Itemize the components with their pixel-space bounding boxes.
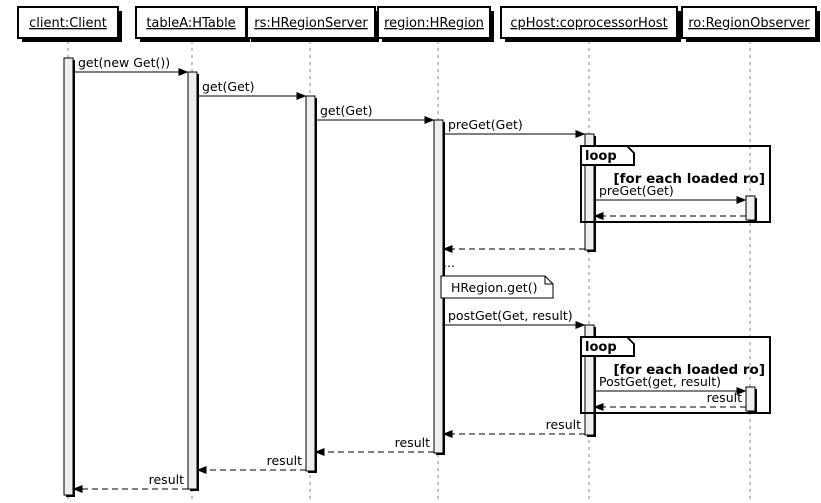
- message-label-m14: result: [149, 472, 184, 487]
- participant-box-region: [377, 6, 491, 39]
- message-label-m3: get(Get): [320, 103, 373, 118]
- message-m3: get(Get): [315, 103, 435, 124]
- message-label-m2: get(Get): [202, 79, 255, 94]
- message-m2: get(Get): [197, 79, 307, 100]
- notes: HRegion.get(): [440, 275, 554, 299]
- message-label-m8: postGet(Get, result): [448, 308, 573, 323]
- participant-region[interactable]: region:HRegion: [377, 6, 494, 42]
- message-label-m1: get(new Get()): [78, 55, 170, 70]
- message-m14: result: [72, 472, 188, 493]
- participant-box-tableA: [135, 6, 247, 39]
- message-m1: get(new Get()): [73, 55, 189, 76]
- message-label-m9: PostGet(get, result): [599, 374, 721, 389]
- fragment-border-loop2: [580, 336, 771, 414]
- note-fold-note1: [544, 276, 553, 285]
- activation-bars: [63, 57, 757, 497]
- fragment-tag-label-loop1: loop: [585, 149, 617, 164]
- participant-tableA[interactable]: tableA:HTable: [135, 6, 250, 42]
- act-cpHost-2: [584, 324, 595, 436]
- act-cpHost-1: [584, 133, 595, 251]
- fragment-tag-label-loop2: loop: [585, 340, 617, 355]
- act-client: [63, 57, 74, 496]
- act-tableA: [187, 71, 198, 490]
- message-label-m10: result: [707, 390, 742, 405]
- message-label-m12: result: [395, 435, 430, 450]
- fragment-guard-label-loop2: [for each loaded ro]: [613, 362, 765, 378]
- act-ro-2: [745, 386, 756, 412]
- fragment-loop2: loop [for each loaded ro]: [580, 336, 771, 414]
- participant-label-cpHost: cpHost:coprocessorHost: [510, 16, 667, 31]
- act-rs: [305, 95, 316, 472]
- participant-box-rs: [246, 6, 376, 39]
- message-m11: result: [442, 417, 585, 438]
- fragment-guard-label-loop1: [for each loaded ro]: [613, 171, 765, 187]
- message-label-m11: result: [546, 417, 581, 432]
- fragment-tag-shape-loop1: [580, 145, 635, 166]
- fragment-tag-shape-loop2: [580, 336, 635, 357]
- message-m12: result: [314, 435, 434, 456]
- message-label-m5: preGet(Get): [599, 183, 674, 198]
- fragment-loop1: loop [for each loaded ro]: [580, 145, 771, 223]
- message-m13: result: [196, 453, 306, 474]
- participant-box-client: [17, 6, 119, 39]
- text-annotations: ...: [443, 255, 455, 270]
- message-label-m13: result: [267, 453, 302, 468]
- act-ro-1: [745, 195, 756, 221]
- message-m8: postGet(Get, result): [443, 308, 586, 329]
- participant-rs[interactable]: rs:HRegionServer: [246, 6, 379, 42]
- participant-label-rs: rs:HRegionServer: [254, 16, 368, 31]
- participant-label-region: region:HRegion: [384, 16, 484, 31]
- annotation-ellipsis1: ...: [443, 255, 455, 270]
- combined-fragments: loop [for each loaded ro] loop [for each lo…: [580, 145, 771, 414]
- participant-client[interactable]: client:Client: [17, 6, 122, 42]
- participant-label-tableA: tableA:HTable: [146, 16, 235, 31]
- note-note1: HRegion.get(): [440, 275, 554, 299]
- messages: get(new Get()) get(Get) get(Get) preGet(Get…: [72, 55, 747, 493]
- participant-header-boxes: client:Client tableA:HTable rs:HRegionServ…: [17, 6, 820, 42]
- message-m9: PostGet(get, result): [594, 374, 747, 395]
- participant-box-ro: [681, 6, 817, 39]
- participant-label-ro: ro:RegionObserver: [688, 16, 810, 31]
- participant-ro[interactable]: ro:RegionObserver: [681, 6, 820, 42]
- message-m5: preGet(Get): [594, 183, 747, 204]
- note-label-note1: HRegion.get(): [451, 280, 537, 295]
- message-m4: preGet(Get): [443, 117, 586, 138]
- message-label-m4: preGet(Get): [448, 117, 523, 132]
- message-m10: result: [593, 390, 746, 411]
- lifeline-dashed-lines: [67, 41, 751, 500]
- participant-label-client: client:Client: [29, 16, 107, 31]
- note-shape-note1: [440, 275, 554, 299]
- participant-box-cpHost: [500, 6, 678, 39]
- fragment-border-loop1: [580, 145, 771, 223]
- participant-cpHost[interactable]: cpHost:coprocessorHost: [500, 6, 681, 42]
